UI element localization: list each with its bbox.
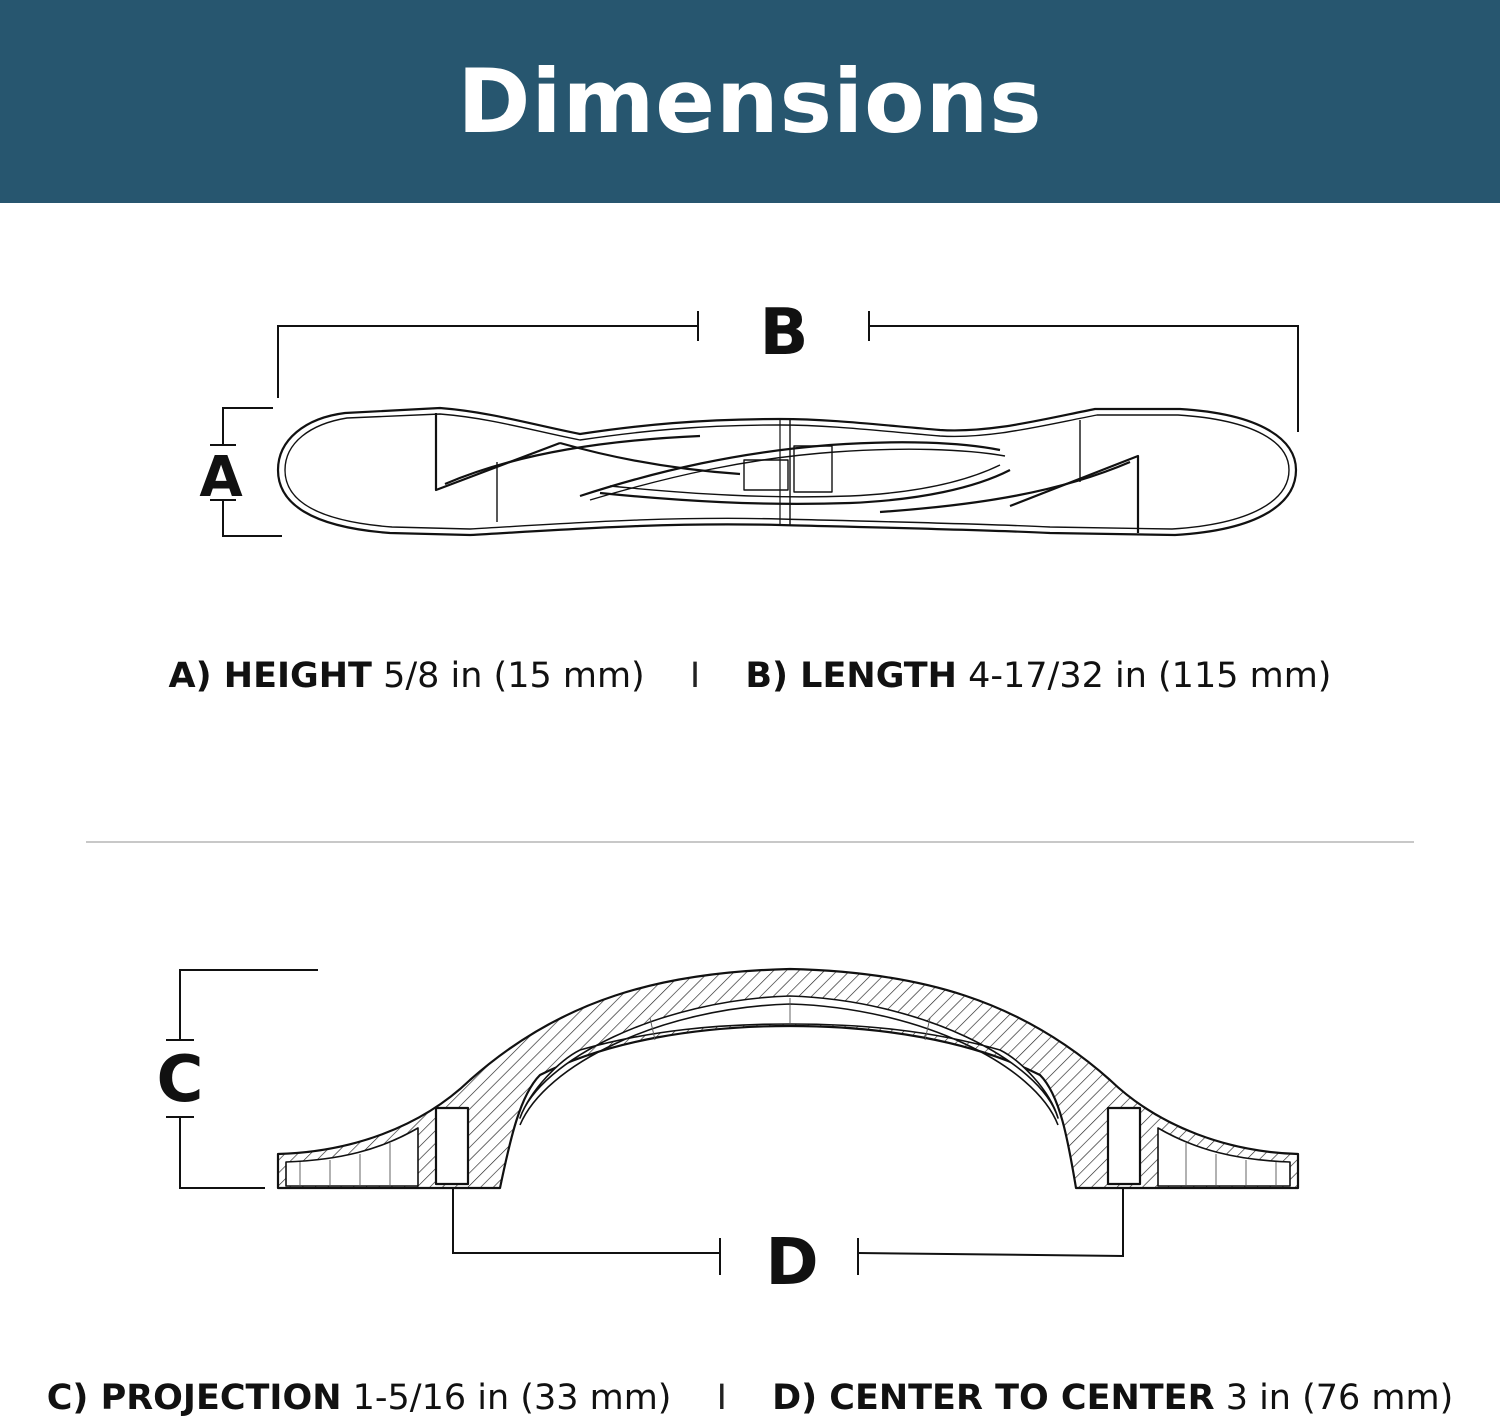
center-to-center-label: D) CENTER TO CENTER — [772, 1378, 1215, 1418]
length-value: 4-17/32 in (115 mm) — [968, 656, 1332, 696]
height-value: 5/8 in (15 mm) — [383, 656, 645, 696]
length-label: B) LENGTH — [745, 656, 957, 696]
height-label: A) HEIGHT — [168, 656, 372, 696]
top-view-caption: A) HEIGHT 5/8 in (15 mm) I B) LENGTH 4-1… — [0, 656, 1500, 696]
projection-label: C) PROJECTION — [46, 1378, 342, 1418]
dimension-a-line — [210, 407, 282, 537]
dimension-d-letter: D — [765, 1226, 818, 1300]
side-view-handle — [276, 967, 1300, 1190]
dimension-b-line — [277, 311, 1299, 432]
top-view-handle — [276, 406, 1298, 537]
side-view-caption: C) PROJECTION 1-5/16 in (33 mm) I D) CEN… — [0, 1378, 1500, 1418]
center-to-center-value: 3 in (76 mm) — [1225, 1378, 1454, 1418]
page-title: Dimensions — [457, 50, 1043, 153]
dimension-b-letter: B — [760, 296, 809, 370]
header-banner: Dimensions — [0, 0, 1500, 203]
section-divider — [86, 841, 1414, 843]
dimension-a-letter: A — [199, 445, 243, 510]
caption-separator: I — [716, 1378, 727, 1418]
dimension-c-letter: C — [157, 1043, 204, 1117]
caption-separator: I — [689, 656, 701, 696]
dimension-d-line — [452, 1188, 1124, 1275]
projection-value: 1-5/16 in (33 mm) — [352, 1378, 672, 1418]
dimension-c-line — [166, 969, 318, 1189]
